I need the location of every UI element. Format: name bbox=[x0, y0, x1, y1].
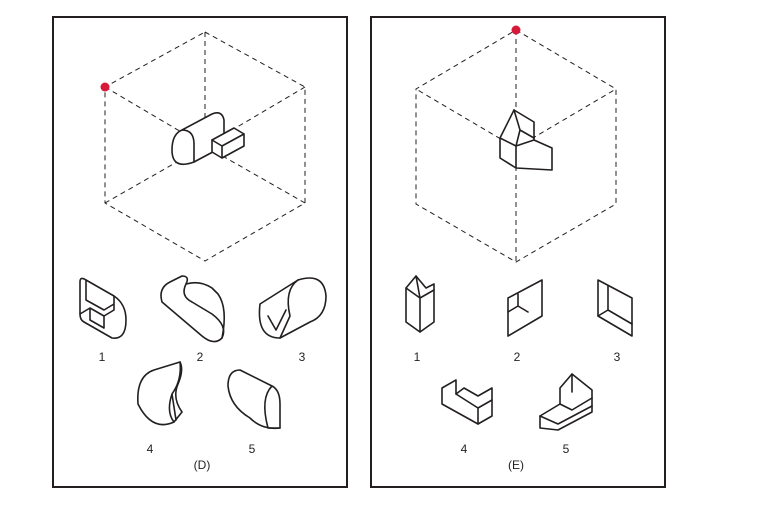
option-shape-e-5 bbox=[539, 373, 593, 431]
object-d bbox=[171, 112, 245, 166]
option-label-d-3: 3 bbox=[298, 350, 306, 364]
option-label-e-1: 1 bbox=[413, 350, 421, 364]
panel-d: 1 2 3 4 5 (D) bbox=[52, 16, 348, 488]
option-label-d-2: 2 bbox=[196, 350, 204, 364]
option-shape-e-2 bbox=[507, 279, 543, 337]
option-label-d-5: 5 bbox=[248, 442, 256, 456]
option-label-d-4: 4 bbox=[146, 442, 154, 456]
option-shape-d-5 bbox=[227, 369, 281, 430]
option-shape-e-1 bbox=[405, 275, 435, 333]
option-shape-d-1 bbox=[79, 277, 127, 339]
panel-label-e: (E) bbox=[508, 458, 524, 472]
object-e bbox=[499, 109, 553, 171]
option-shape-d-4 bbox=[137, 361, 183, 426]
option-shape-d-2 bbox=[160, 275, 226, 343]
option-label-e-4: 4 bbox=[460, 442, 468, 456]
option-label-e-2: 2 bbox=[513, 350, 521, 364]
marker-dot-d bbox=[100, 82, 110, 92]
panel-e: 1 2 3 4 5 (E) bbox=[370, 16, 666, 488]
option-label-d-1: 1 bbox=[98, 350, 106, 364]
option-shape-e-3 bbox=[597, 279, 633, 337]
option-shape-e-4 bbox=[441, 379, 493, 425]
option-label-e-3: 3 bbox=[613, 350, 621, 364]
option-shape-d-3 bbox=[258, 277, 327, 339]
panel-d-drawing bbox=[79, 31, 327, 430]
panel-label-d: (D) bbox=[193, 458, 211, 472]
marker-dot-e bbox=[511, 25, 521, 35]
panel-e-drawing bbox=[405, 25, 633, 431]
option-label-e-5: 5 bbox=[562, 442, 570, 456]
